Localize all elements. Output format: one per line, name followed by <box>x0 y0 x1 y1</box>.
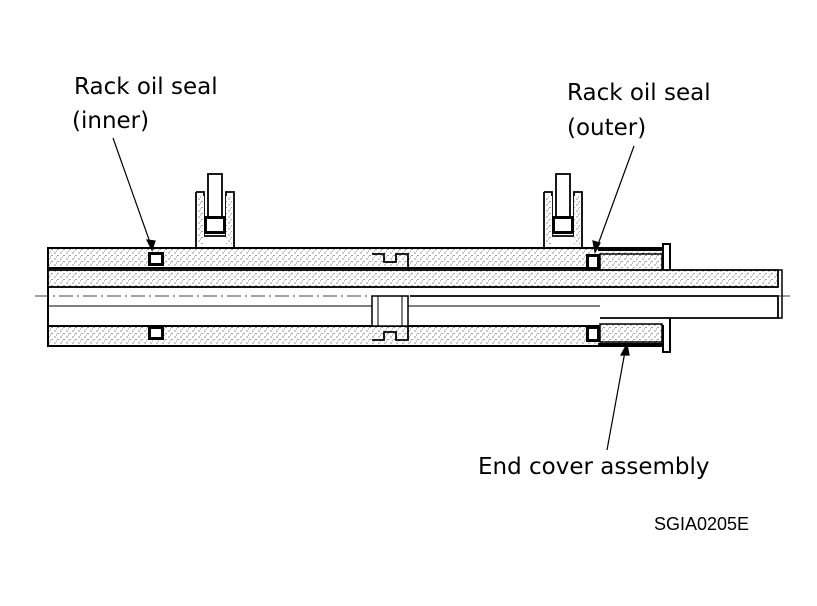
figure-code: SGIA0205E <box>654 514 750 534</box>
rack-piston <box>371 253 409 341</box>
label-outer-seal-line1: Rack oil seal <box>567 80 711 106</box>
housing-lower-wall <box>47 325 664 347</box>
label-outer-seal-line2: (outer) <box>567 115 647 141</box>
housing-upper-wall <box>47 247 664 269</box>
rack-oil-seal-outer <box>586 254 600 342</box>
leader-inner-seal <box>112 137 153 249</box>
left-fluid-fitting <box>195 173 235 248</box>
right-fluid-fitting <box>543 173 583 248</box>
leader-end-cover <box>606 345 627 451</box>
rack-oil-seal-inner <box>148 252 164 340</box>
label-inner-seal-line2: (inner) <box>72 108 150 134</box>
label-inner-seal-line1: Rack oil seal <box>74 74 218 100</box>
leader-lines <box>112 137 635 451</box>
end-cover-assembly <box>598 243 671 353</box>
label-end-cover: End cover assembly <box>478 454 710 480</box>
rack-bar <box>47 269 783 327</box>
leader-outer-seal <box>595 145 635 251</box>
